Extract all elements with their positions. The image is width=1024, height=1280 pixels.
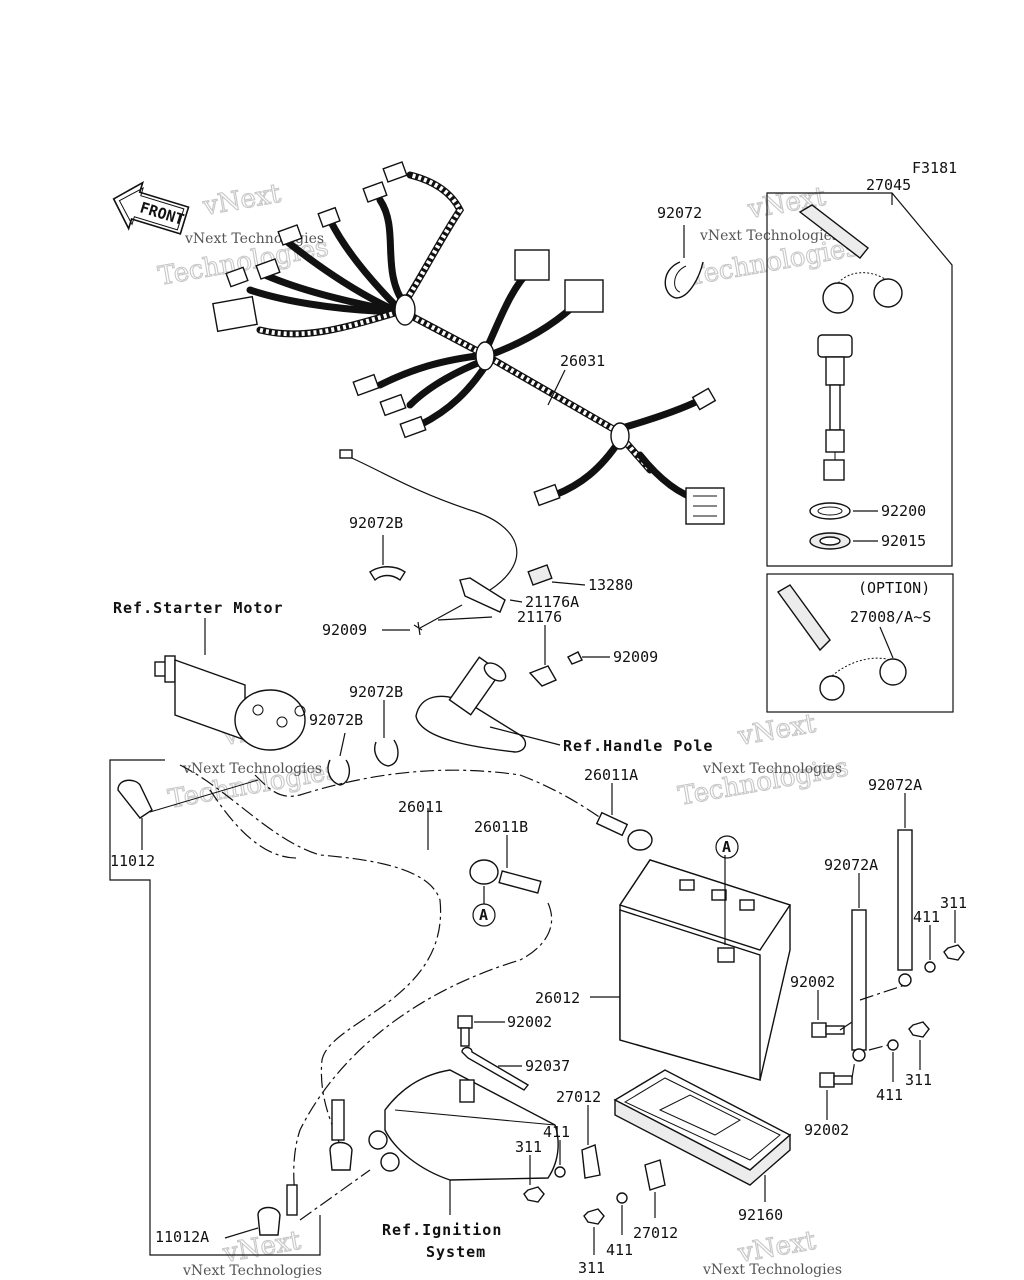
battery-26012 — [618, 859, 792, 1081]
callout-ref-handle-pole: Ref.Handle Pole — [563, 737, 713, 755]
callout-411-1: 411 — [913, 908, 940, 926]
group-bracket-left — [109, 759, 321, 1256]
callout-92037: 92037 — [525, 1057, 570, 1075]
cap-11012A — [257, 1099, 353, 1236]
option-box — [766, 573, 954, 713]
callout-92200: 92200 — [881, 502, 926, 520]
handle-pole — [415, 656, 557, 753]
cable-26011B — [293, 902, 553, 1201]
watermark-small-2: vNext Technologies — [699, 228, 839, 244]
watermark-big-4a: vNext — [735, 709, 818, 752]
callout-311-4: 311 — [578, 1259, 605, 1277]
callout-92072A-1: 92072A — [868, 776, 922, 794]
callout-92002-2: 92002 — [804, 1121, 849, 1139]
front-arrow-icon: FRONT — [112, 180, 190, 235]
clamp-92072B-3 — [374, 739, 399, 767]
callout-26011A: 26011A — [584, 766, 638, 784]
circle-a-marker-2 — [715, 835, 739, 859]
callout-411-2: 411 — [876, 1086, 903, 1104]
leader-26031 — [547, 369, 566, 406]
callout-27008: 27008/A~S — [850, 608, 931, 626]
watermark-small-6: vNext Technologies — [702, 1262, 842, 1278]
callout-21176: 21176 — [517, 608, 562, 626]
callout-92002-3: 92002 — [507, 1013, 552, 1031]
callout-92072B-2: 92072B — [309, 711, 363, 729]
nut-311-2 — [908, 1021, 930, 1038]
callout-27012-1: 27012 — [556, 1088, 601, 1106]
callout-411-3: 411 — [543, 1123, 570, 1141]
callout-26031: 26031 — [560, 352, 605, 370]
strap-92072A-2 — [851, 909, 867, 1062]
callout-92072A-2: 92072A — [824, 856, 878, 874]
bracket-27012-2 — [644, 1159, 666, 1191]
callout-26011: 26011 — [398, 798, 443, 816]
callout-27012-2: 27012 — [633, 1224, 678, 1242]
watermark-small-4: vNext Technologies — [702, 761, 842, 777]
label-13280 — [527, 564, 553, 586]
watermark-big-1a: vNext — [200, 179, 283, 222]
callout-92009-2: 92009 — [613, 648, 658, 666]
callout-ref-starter-motor: Ref.Starter Motor — [113, 599, 284, 617]
strap-92072A-1 — [897, 829, 913, 987]
callout-411-4: 411 — [606, 1241, 633, 1259]
callout-92015: 92015 — [881, 532, 926, 550]
starter-motor — [154, 655, 306, 751]
callout-option: (OPTION) — [858, 579, 930, 597]
washer-411-3 — [554, 1166, 566, 1178]
nut-311-4 — [583, 1208, 605, 1225]
callout-92002-1: 92002 — [790, 973, 835, 991]
ignition-module — [368, 1069, 559, 1181]
bolt-92002-3 — [457, 1015, 473, 1047]
callout-ref-ignition-line2: System — [426, 1243, 486, 1261]
cable-26011A — [254, 769, 616, 829]
terminal-26011B — [469, 859, 542, 894]
callout-92072B-3: 92072B — [349, 683, 403, 701]
callout-92072: 92072 — [657, 204, 702, 222]
circle-a-label-1: A — [479, 906, 488, 924]
callout-11012: 11012 — [110, 852, 155, 870]
bracket-21176A — [459, 577, 506, 613]
callout-13280: 13280 — [588, 576, 633, 594]
callout-92160: 92160 — [738, 1206, 783, 1224]
watermark-small-3: vNext Technologies — [182, 761, 322, 777]
circle-a-label-2: A — [722, 838, 731, 856]
callout-ref-ignition-line1: Ref.Ignition — [382, 1221, 502, 1239]
watermark-small-5: vNext Technologies — [182, 1263, 322, 1279]
main-harness — [212, 161, 725, 525]
callout-26012: 26012 — [535, 989, 580, 1007]
clamp-92072 — [664, 261, 704, 299]
callout-26011B: 26011B — [474, 818, 528, 836]
clip-21176 — [528, 665, 557, 687]
terminal-26011A — [595, 811, 653, 851]
washer-411-1 — [924, 961, 936, 973]
callout-92009-1: 92009 — [322, 621, 367, 639]
key-set-27045 — [798, 204, 903, 550]
callout-311-3: 311 — [515, 1138, 542, 1156]
nut-311-3 — [523, 1186, 545, 1203]
washer-411-2 — [887, 1039, 899, 1051]
strap-92037 — [461, 1046, 530, 1091]
callout-311-2: 311 — [905, 1071, 932, 1089]
bolt-92002-1 — [811, 1022, 845, 1038]
sensor-wire — [344, 454, 518, 591]
bracket-27012-1 — [581, 1144, 601, 1179]
cable-26011 — [179, 764, 442, 1146]
callout-311-1: 311 — [940, 894, 967, 912]
nut-311-1 — [943, 944, 965, 961]
washer-411-4 — [616, 1192, 628, 1204]
clamp-92072B-2 — [327, 759, 351, 786]
keyset-box — [766, 192, 953, 567]
callout-27045: 27045 — [866, 176, 911, 194]
key-27008 — [776, 584, 907, 701]
callout-11012A: 11012A — [155, 1228, 209, 1246]
bolt-92002-2 — [819, 1072, 853, 1088]
callout-21176A: 21176A — [525, 593, 579, 611]
figure-code: F3181 — [912, 159, 957, 177]
clamp-92072B-1 — [369, 566, 406, 582]
battery-tray-92160 — [613, 1069, 792, 1186]
cap-11012 — [117, 779, 153, 819]
watermark-small-1: vNext Technologies — [184, 231, 324, 247]
callout-92072B-1: 92072B — [349, 514, 403, 532]
